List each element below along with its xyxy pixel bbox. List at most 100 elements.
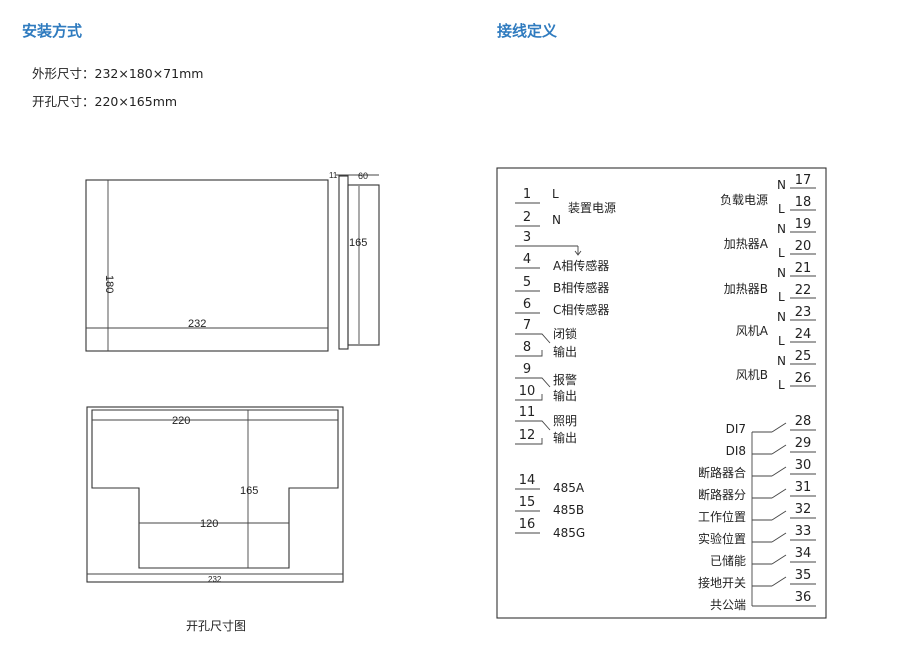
terminal-number: 10 (519, 384, 536, 399)
flange-label: 11 (329, 171, 338, 180)
switch-contact-icon (771, 532, 787, 543)
pin-l-label: L (778, 334, 785, 348)
terminal-number: 18 (795, 195, 812, 210)
terminal-number: 32 (795, 502, 812, 517)
terminal-label: 闭锁 (553, 326, 577, 341)
pin-n-label: N (777, 266, 786, 280)
terminal-label: A相传感器 (553, 258, 609, 273)
terminal-label: 报警 (553, 372, 577, 387)
terminal-number: 5 (523, 275, 531, 290)
terminal-number: 25 (795, 349, 812, 364)
pin-n-label: N (777, 178, 786, 192)
input-label: DI7 (726, 422, 746, 436)
terminal-label: B相传感器 (553, 280, 609, 295)
cutout-outer-width-label: 232 (208, 575, 222, 584)
terminal-number: 14 (519, 473, 536, 488)
terminal-number: 6 (523, 297, 531, 312)
switch-contact-icon (771, 510, 787, 521)
cutout-view: 220 165 120 232 开孔尺寸图 (86, 406, 344, 633)
input-label: 断路器分 (698, 487, 746, 502)
terminal-number: 24 (795, 327, 812, 342)
load-label: 负载电源 (720, 193, 768, 207)
relay-contact (540, 394, 543, 401)
terminal-number: 15 (519, 495, 536, 510)
terminal-number: 11 (519, 405, 536, 420)
front-view: 232 180 (85, 179, 329, 352)
ground-arrow-icon (574, 250, 582, 256)
terminal-number: 9 (523, 362, 531, 377)
terminal-number: 30 (795, 458, 812, 473)
terminal-label: 485G (553, 526, 585, 540)
pin-label: L (552, 187, 559, 201)
switch-contact-icon (771, 576, 787, 587)
pin-n-label: N (777, 354, 786, 368)
input-label: 实验位置 (698, 531, 746, 546)
side-view: 11 60 165 (329, 171, 380, 350)
cutout-width-label: 220 (172, 415, 190, 427)
terminal-number: 28 (795, 414, 812, 429)
wiring-title: 接线定义 (497, 22, 557, 40)
terminal-number: 23 (795, 305, 812, 320)
input-label: 断路器合 (698, 465, 746, 480)
load-label: 风机A (736, 324, 769, 338)
front-height-label: 180 (103, 275, 115, 293)
terminal-number: 31 (795, 480, 812, 495)
terminal-number: 33 (795, 524, 812, 539)
terminal-number: 21 (795, 261, 812, 276)
terminal-number: 7 (523, 318, 531, 333)
mounting-title: 安装方式 (22, 22, 82, 40)
pin-n-label: N (777, 222, 786, 236)
pin-l-label: L (778, 290, 785, 304)
switch-contact-icon (771, 422, 787, 433)
pin-l-label: L (778, 246, 785, 260)
terminal-number: 20 (795, 239, 812, 254)
switch-contact-icon (771, 466, 787, 477)
front-width-label: 232 (188, 318, 206, 330)
terminal-number: 34 (795, 546, 812, 561)
load-label: 风机B (736, 368, 768, 382)
terminal-number: 36 (795, 590, 812, 605)
terminal-label: 照明 (553, 414, 577, 428)
input-label: 共公端 (710, 598, 746, 612)
input-label: DI8 (726, 444, 746, 458)
terminal-label: 输出 (553, 430, 577, 445)
terminal-number: 16 (519, 517, 536, 532)
terminal-label: 输出 (553, 344, 577, 359)
terminal-number: 4 (523, 252, 531, 267)
terminal-number: 1 (523, 187, 531, 202)
outline-size: 外形尺寸：232×180×71mm (32, 66, 203, 81)
input-label: 工作位置 (698, 509, 746, 524)
terminal-label: 485B (553, 503, 584, 517)
side-height-label: 165 (349, 237, 367, 249)
cutout-size: 开孔尺寸：220×165mm (32, 94, 177, 109)
terminal-number: 26 (795, 371, 812, 386)
input-label: 已储能 (710, 553, 746, 568)
terminal-number: 12 (519, 428, 536, 443)
terminal-number: 29 (795, 436, 812, 451)
cutout-height-label: 165 (240, 485, 258, 497)
terminal-number: 2 (523, 210, 531, 225)
pin-label: N (552, 213, 561, 227)
load-label: 加热器B (724, 282, 768, 296)
relay-contact (540, 420, 551, 431)
relay-contact (540, 377, 551, 388)
depth-label: 60 (358, 171, 368, 181)
terminal-label: C相传感器 (553, 302, 609, 317)
pin-n-label: N (777, 310, 786, 324)
device-power-label: 装置电源 (568, 201, 616, 215)
cutout-caption: 开孔尺寸图 (186, 619, 246, 633)
terminal-number: 22 (795, 283, 812, 298)
input-label: 接地开关 (698, 575, 746, 590)
cutout-lower-width-label: 120 (200, 518, 218, 530)
relay-contact (540, 350, 543, 357)
terminal-number: 8 (523, 340, 531, 355)
terminal-label: 输出 (553, 388, 577, 403)
terminal-number: 35 (795, 568, 812, 583)
relay-contact (540, 438, 543, 445)
switch-contact-icon (771, 444, 787, 455)
wiring-box (496, 167, 827, 619)
terminal-label: 485A (553, 481, 585, 495)
switch-contact-icon (771, 488, 787, 499)
